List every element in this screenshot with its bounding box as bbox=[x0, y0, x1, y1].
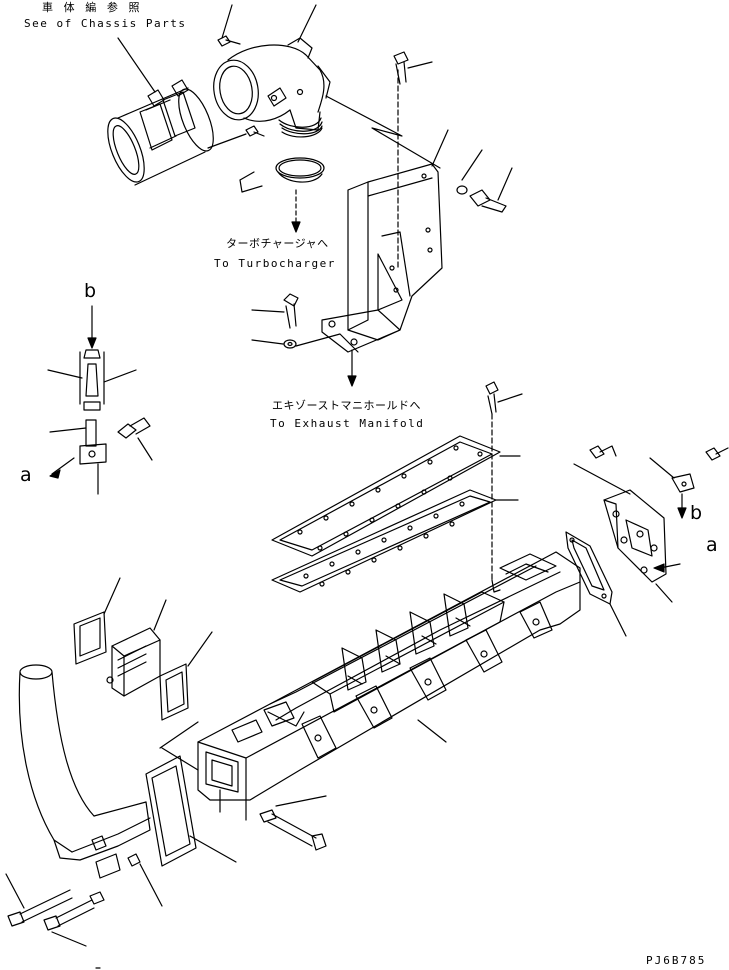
tube-fitting-group bbox=[47, 305, 153, 495]
gasket-lower bbox=[271, 489, 519, 593]
bracket-side-bolt bbox=[431, 129, 513, 213]
chassis-note-en: See of Chassis Parts bbox=[24, 17, 187, 30]
small-gasket-square bbox=[73, 577, 121, 665]
manifold-long-bolt bbox=[259, 795, 327, 851]
cover-bolts bbox=[573, 445, 729, 573]
outlet-elbow bbox=[18, 664, 163, 907]
elbow-leader bbox=[325, 95, 441, 169]
hose-with-clamps bbox=[107, 37, 214, 186]
exhaust-note-jp: エキゾーストマニホールドへ bbox=[272, 399, 421, 412]
gasket-mid bbox=[159, 631, 213, 721]
marker-a-left: a bbox=[20, 464, 32, 486]
gasket-lower-left bbox=[145, 755, 237, 867]
gasket-leader bbox=[159, 721, 199, 771]
marker-a-right: a bbox=[706, 534, 718, 556]
bracket-top-bolt bbox=[393, 51, 433, 85]
drawing-code: PJ6B785 bbox=[646, 954, 707, 967]
turbo-note-en: To Turbocharger bbox=[214, 257, 336, 270]
bracket-base-bolt bbox=[251, 293, 359, 353]
turbo-arrow bbox=[291, 189, 301, 233]
gasket-upper bbox=[271, 435, 521, 557]
marker-b-right: b bbox=[690, 502, 703, 524]
manifold-top-bolt bbox=[485, 381, 523, 581]
o-ring bbox=[239, 157, 325, 193]
elbow-pipe bbox=[213, 4, 331, 138]
gasket-right-end bbox=[565, 531, 627, 637]
thermostat-block bbox=[106, 599, 167, 697]
elbow-bolts-lower bbox=[5, 873, 105, 947]
exhaust-note-en: To Exhaust Manifold bbox=[270, 417, 425, 430]
cover-plate-right bbox=[603, 489, 673, 603]
turbo-note-jp: ターボチャージャへ bbox=[226, 237, 329, 250]
marker-b-left: b bbox=[84, 280, 97, 302]
elbow-bolts bbox=[207, 35, 265, 149]
chassis-note-jp: 車 体 編 参 照 bbox=[42, 1, 142, 14]
bracket-stay bbox=[321, 69, 443, 353]
manifold-body bbox=[197, 551, 581, 821]
exhaust-arrow bbox=[347, 349, 357, 387]
